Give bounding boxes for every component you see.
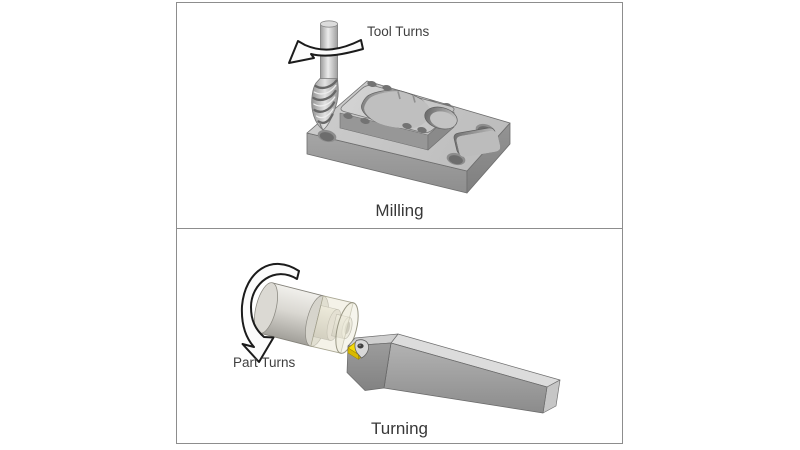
flute-grooves (312, 79, 338, 125)
part-rotation-arrow-icon (240, 262, 300, 363)
end-mill-tool (311, 20, 339, 131)
turning-workpiece (254, 282, 359, 354)
tool-turns-label: Tool Turns (367, 24, 430, 39)
milling-illustration (288, 20, 511, 194)
tool-rotation-arrow-icon (288, 39, 364, 64)
milling-panel: Tool Turns Milling (177, 3, 622, 229)
rect-pocket (453, 127, 501, 157)
insert-clamp (354, 339, 370, 359)
turning-caption: Turning (370, 419, 428, 438)
irregular-pocket (361, 89, 431, 129)
boss-holes (343, 80, 427, 134)
part-turns-label: Part Turns (233, 355, 296, 370)
milling-workpiece (306, 80, 511, 194)
turning-tool-holder (346, 333, 561, 414)
turning-panel: Part Turns Turning (177, 229, 622, 443)
circular-recess (424, 106, 458, 130)
milling-caption: Milling (375, 201, 424, 220)
figure-frame: Tool Turns Milling (176, 2, 623, 444)
turning-illustration (240, 262, 561, 414)
